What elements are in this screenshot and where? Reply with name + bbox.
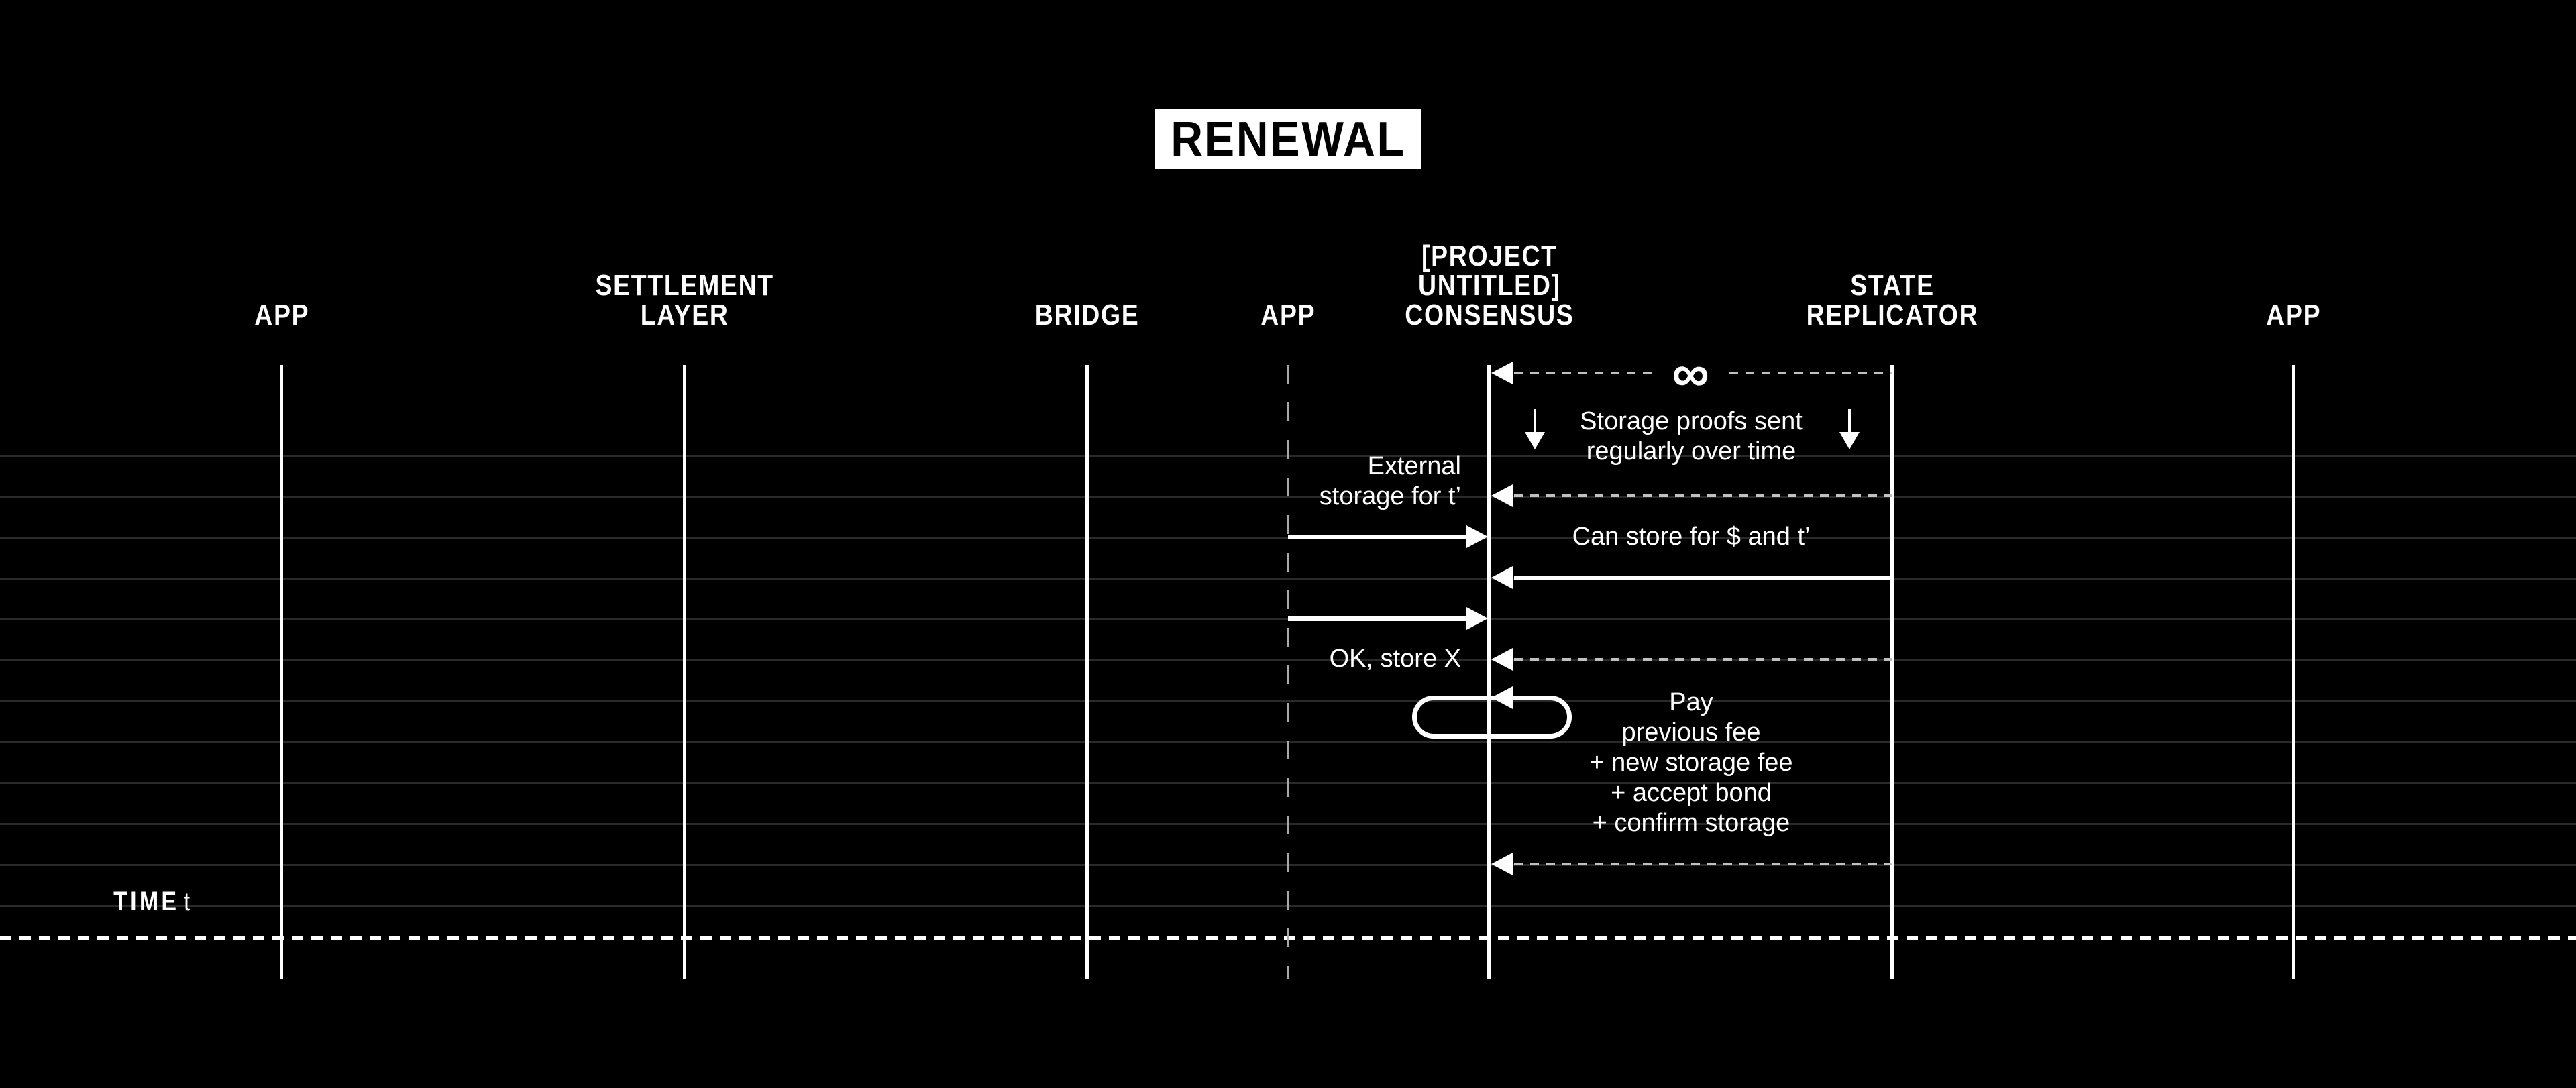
down-arrow-icon [1839,409,1860,449]
actor-header-consensus: [PROJECT UNTITLED] CONSENSUS [1288,225,1690,330]
message-line-storage-proofs-left [1514,372,1652,374]
arrowhead-right-icon [1466,607,1488,630]
actor-header-app-2: APP [1087,225,1489,330]
diagram-title: RENEWAL [1170,112,1406,166]
lifeline-settlement-layer [683,365,686,979]
label-storage-proofs: Storage proofs sent regularly over time [1580,407,1803,466]
label-ok-store: OK, store X [1329,645,1461,673]
arrowhead-left-icon [1491,484,1513,507]
actor-label: APP [1260,298,1316,331]
message-line-app-request-2 [1288,616,1466,621]
arrowhead-left-icon [1491,686,1513,709]
arrowhead-left-icon [1491,362,1513,384]
down-arrow-shaft [1848,409,1851,432]
lifeline-bridge [1085,365,1089,979]
lifeline-app-1 [280,365,283,979]
arrowhead-right-icon [1466,525,1488,548]
actor-label: APP [2265,298,2321,331]
actor-header-state-replicator: STATE REPLICATOR [1691,225,2094,330]
time-variable: t [184,888,190,916]
lifeline-state-replicator [1890,365,1894,979]
message-line-storage-proofs-right [1729,372,1892,374]
message-line-ok-store [1514,658,1892,661]
time-label-text: TIME [113,887,180,916]
message-line-confirm-storage [1514,863,1892,865]
infinity-icon: ∞ [1672,343,1709,402]
actor-label: BRIDGE [1035,298,1140,331]
message-line-can-store [1514,576,1892,580]
message-line-app-request-1 [1288,535,1466,539]
lifeline-consensus [1487,365,1491,979]
actor-label: [PROJECT UNTITLED] CONSENSUS [1404,239,1574,331]
actor-header-bridge: BRIDGE [886,225,1289,330]
actor-header-settlement-layer: SETTLEMENT LAYER [484,225,886,330]
arrowhead-left-icon [1491,853,1513,875]
actor-header-app-3: APP [2092,225,2495,330]
actor-label: SETTLEMENT LAYER [595,269,775,331]
actor-header-app-1: APP [80,225,483,330]
message-line-external-storage [1514,494,1892,497]
lifeline-app-2-dashed [1287,365,1289,979]
down-arrow-icon [1525,409,1545,449]
label-can-store: Can store for $ and t’ [1572,523,1811,551]
actor-label: APP [254,298,309,331]
arrowhead-left-icon [1491,566,1513,589]
diagram-title-badge: RENEWAL [1155,109,1421,169]
arrowhead-left-icon [1491,648,1513,671]
label-pay-fees: Pay previous fee + new storage fee + acc… [1589,688,1793,837]
down-arrow-shaft [1534,409,1536,432]
down-arrow-head [1839,432,1860,449]
label-external-storage: External storage for t’ [1319,452,1461,510]
down-arrow-head [1525,432,1545,449]
actor-label: STATE REPLICATOR [1806,269,1979,331]
lifeline-app-3 [2292,365,2295,979]
